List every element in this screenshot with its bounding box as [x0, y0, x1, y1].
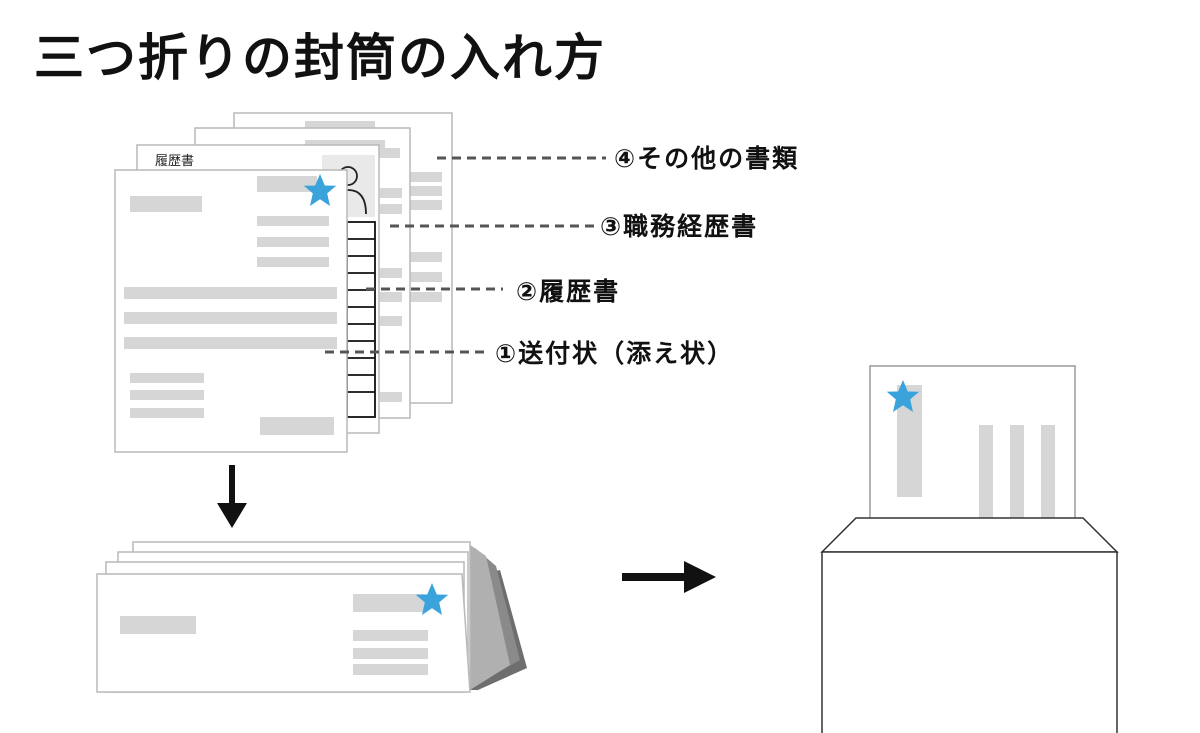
label-other-documents: ④その他の書類: [614, 144, 799, 173]
leader-lines: [325, 156, 606, 354]
arrow-right-icon: [622, 561, 716, 593]
envelope-body: [821, 551, 1118, 733]
label-resume: ②履歴書: [516, 277, 620, 306]
arrow-down-icon: [217, 465, 247, 528]
label-cover-letter: ①送付状（添え状）: [495, 339, 734, 368]
resume-header: 履歴書: [155, 154, 194, 169]
envelope-flap-edge: [820, 517, 1119, 553]
folded-documents: [96, 541, 527, 693]
envelope: [820, 365, 1119, 733]
label-career-history: ③職務経歴書: [600, 212, 758, 241]
document-1-cover-letter: [114, 169, 348, 453]
page-title: 三つ折りの封筒の入れ方: [34, 29, 606, 87]
